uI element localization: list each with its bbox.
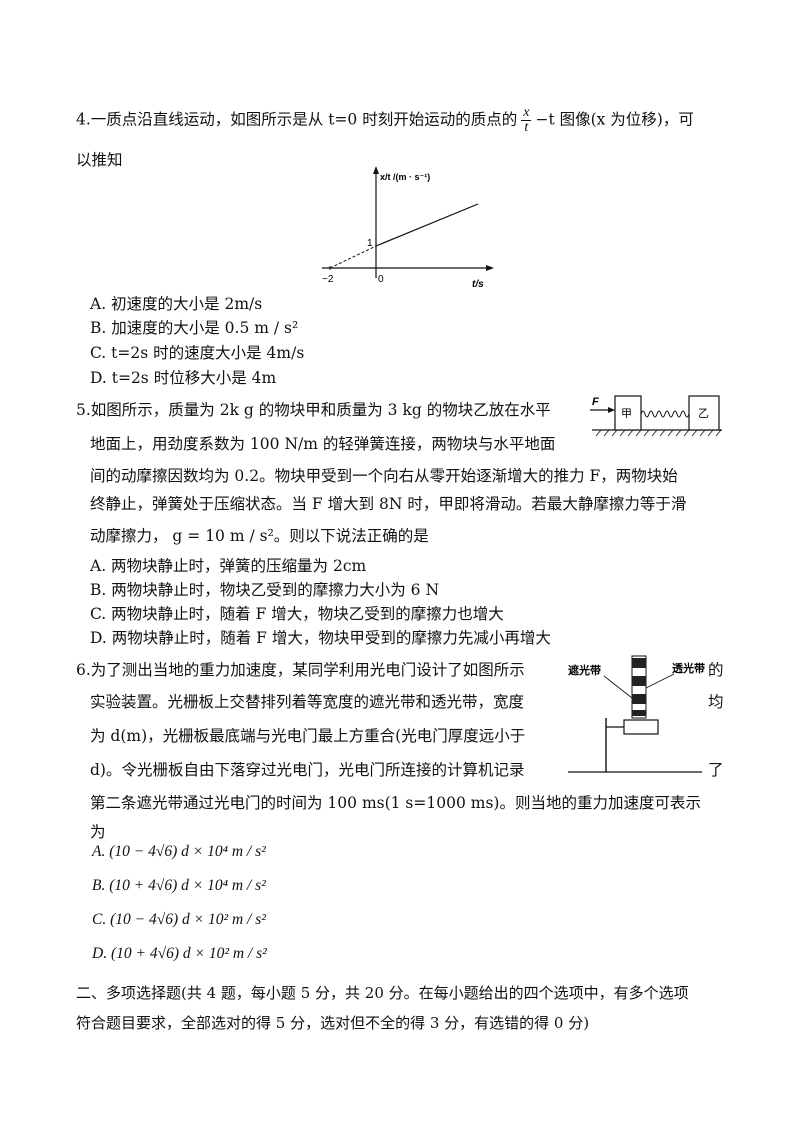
q6-option-c: C. (10 − 4√6) d × 10² m / s² (92, 911, 266, 928)
q4-option-d: D. t=2s 时位移大小是 4m (90, 369, 277, 387)
q6-tail-de: 的 (708, 661, 724, 679)
q4-option-a: A. 初速度的大小是 2m/s (90, 295, 263, 313)
q4-y-arrow (373, 166, 379, 174)
q6-line6: 为 (90, 823, 106, 841)
q6-figure: 遮光带 透光带 (568, 655, 705, 773)
q5-spring (640, 410, 690, 418)
q4-x-arrow (486, 265, 494, 271)
q5-ground-hatch (595, 429, 722, 437)
q5-option-b: B. 两物块静止时，物块乙受到的摩擦力大小为 6 N (90, 581, 440, 599)
q6-line1: 6.为了测出当地的重力加速度，某同学利用光电门设计了如图所示 (76, 661, 525, 679)
section2-line1: 二、多项选择题(共 4 题，每小题 5 分，共 20 分。在每小题给出的四个选项… (76, 984, 689, 1002)
q4-option-b: B. 加速度的大小是 0.5 m / s² (90, 319, 299, 337)
q4-tick-1: 1 (367, 238, 373, 249)
q6-tail-jun: 均 (708, 693, 724, 711)
q4-tick-0: 0 (378, 274, 384, 285)
q6-line5: 第二条遮光带通过光电门的时间为 100 ms(1 s=1000 ms)。则当地的… (90, 794, 701, 812)
q5-force-arrowhead (608, 407, 615, 413)
q4-tick-neg2: −2 (322, 274, 334, 285)
q4-graph: −2 0 1 x/t /(m · s⁻¹) t/s (322, 166, 494, 290)
q6-opaque-band-3 (632, 694, 646, 704)
q6-tail-le: 了 (708, 761, 724, 779)
q6-photogate (623, 719, 659, 735)
q5-line3: 间的动摩擦因数均为 0.2。物块甲受到一个向右从零开始逐渐增大的推力 F，两物块… (90, 467, 678, 485)
q6-line3: 为 d(m)，光栅板最底端与光电门最上方重合(光电门厚度远小于 (90, 727, 526, 745)
q4-x-axis-label: t/s (472, 279, 484, 290)
q5-block-a-label: 甲 (621, 408, 632, 420)
section2-line2: 符合题目要求，全部选对的得 5 分，选对但不全的得 3 分，有选错的得 0 分) (76, 1014, 590, 1032)
q4-dashed-extension (329, 245, 377, 269)
q6-pointer-clear (645, 673, 675, 689)
q5-line5: 动摩擦力， g = 10 m / s²。则以下说法正确的是 (90, 527, 429, 545)
q5-block-b (688, 395, 720, 431)
q5-line4: 终静止，弹簧处于压缩状态。当 F 增大到 8N 时，甲即将滑动。若最大静摩擦力等… (90, 495, 687, 513)
q5-force-label: F (592, 396, 599, 408)
q5-block-b-label: 乙 (698, 407, 709, 420)
q5-figure: F 甲 乙 (590, 395, 722, 437)
q4-y-axis-label: x/t /(m · s⁻¹) (380, 172, 430, 182)
q6-option-b: B. (10 + 4√6) d × 10⁴ m / s² (92, 877, 266, 894)
q4-stem-pre: 4.一质点沿直线运动，如图所示是从 t=0 时刻开始运动的质点的 (76, 110, 518, 129)
q4-frac-denominator: t (524, 120, 529, 135)
q5-option-d: D. 两物块静止时，随着 F 增大，物块甲受到的摩擦力先减小再增大 (90, 629, 551, 647)
q4-data-line (375, 203, 479, 247)
q4-option-c: C. t=2s 时的速度大小是 4m/s (90, 344, 305, 362)
q4-stem-line2: 以推知 (76, 151, 123, 169)
q5-line2: 地面上，用劲度系数为 100 N/m 的轻弹簧连接，两物块与水平地面 (90, 435, 556, 453)
q6-option-d: D. (10 + 4√6) d × 10² m / s² (92, 945, 267, 962)
q4-stem-post: −t 图像(x 为位移)，可 (535, 110, 694, 129)
q6-line2: 实验装置。光栅板上交替排列着等宽度的遮光带和透光带，宽度 (90, 693, 525, 711)
q5-line1: 5.如图所示，质量为 2k g 的物块甲和质量为 3 kg 的物块乙放在水平 (76, 401, 551, 419)
q6-label-opaque: 遮光带 (568, 663, 601, 677)
q6-line4: d)。令光栅板自由下落穿过光电门，光电门所连接的计算机记录 (90, 761, 525, 779)
q6-pointer-opaque (603, 675, 633, 699)
q6-opaque-band-4 (632, 710, 646, 716)
q6-option-a: A. (10 − 4√6) d × 10⁴ m / s² (92, 843, 266, 860)
q6-label-clear: 透光带 (672, 661, 705, 675)
q4-frac-numerator: x (521, 105, 532, 121)
q6-opaque-band-1 (632, 658, 646, 668)
q6-opaque-band-2 (632, 676, 646, 686)
q5-option-c: C. 两物块静止时，随着 F 增大，物块乙受到的摩擦力也增大 (90, 605, 504, 623)
q5-option-a: A. 两物块静止时，弹簧的压缩量为 2cm (90, 557, 367, 575)
